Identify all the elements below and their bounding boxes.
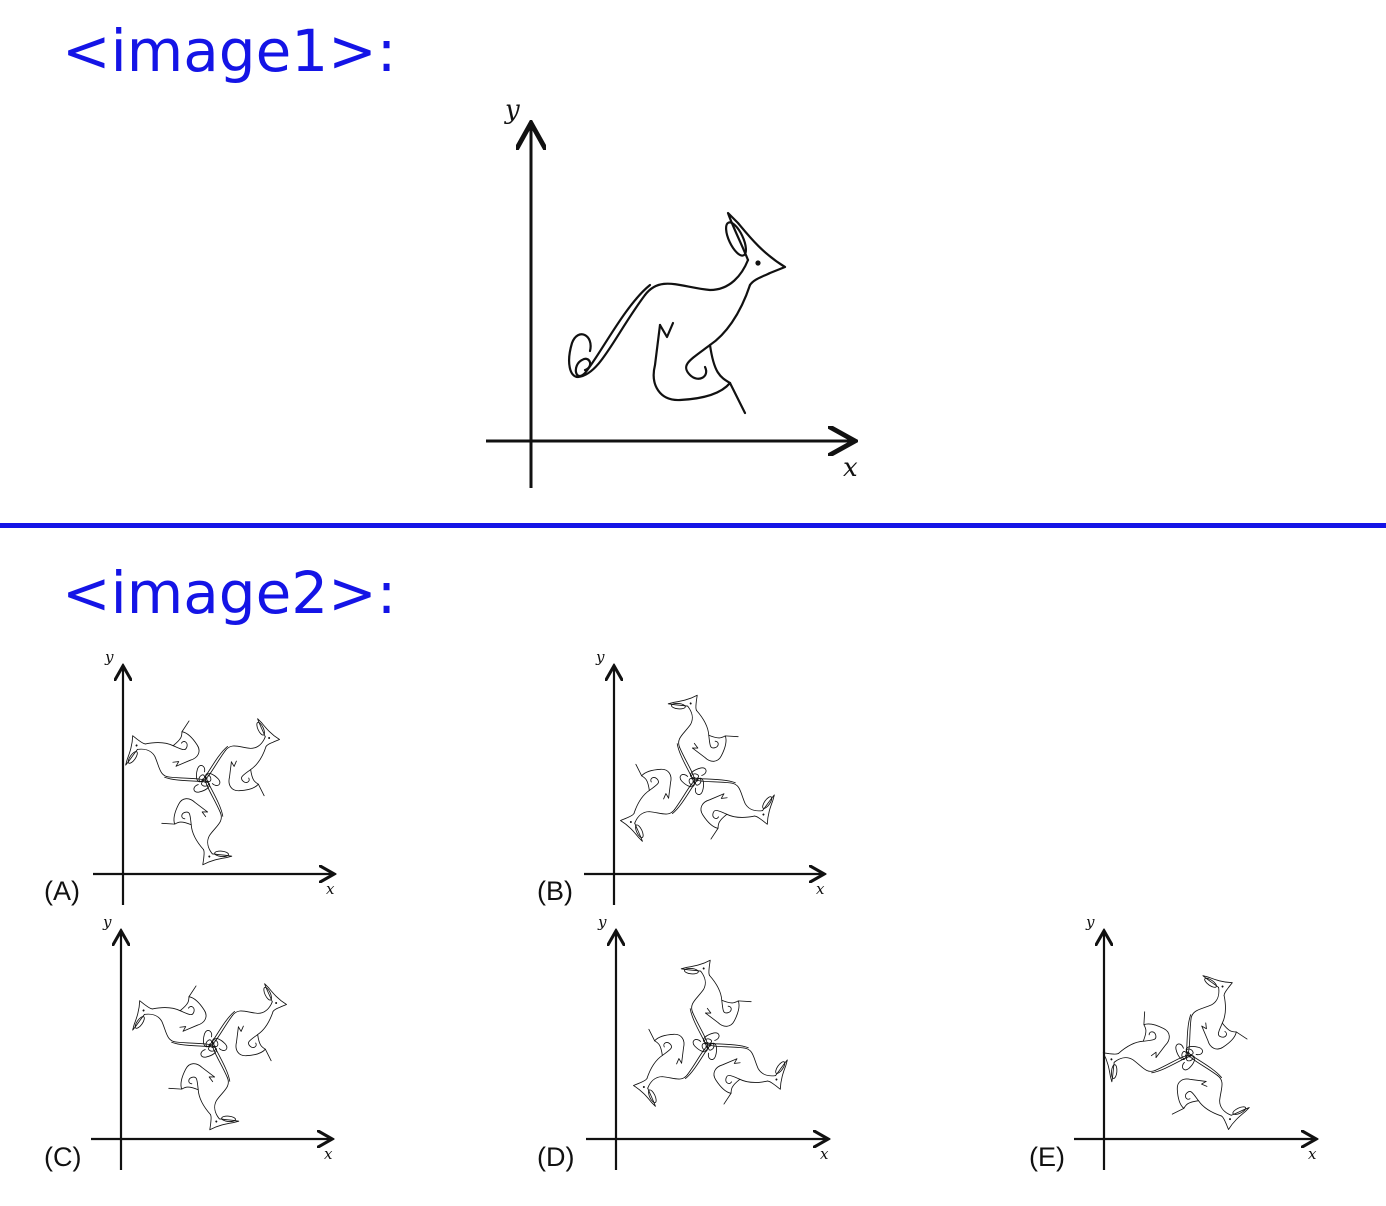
kangaroo-triskelion <box>1092 964 1261 1130</box>
option-a-panel[interactable]: yx <box>93 648 335 905</box>
kangaroo-figure <box>121 972 231 1084</box>
kangaroo-triskelion <box>620 684 786 853</box>
y-axis-label: y <box>104 648 114 666</box>
x-axis-label: x <box>820 1145 829 1163</box>
x-axis-label: x <box>326 880 335 898</box>
x-axis-label: x <box>1308 1145 1317 1163</box>
kangaroo-triskelion <box>633 949 799 1118</box>
option-e-label[interactable]: (E) <box>1029 1142 1065 1172</box>
kangaroo-figure <box>637 684 747 796</box>
section-title-image2: <image2>: <box>62 559 397 627</box>
kangaroo-figure <box>114 707 224 819</box>
option-c-panel[interactable]: yx <box>91 913 333 1170</box>
y-axis-label: y <box>102 913 112 931</box>
option-d-panel[interactable]: yx <box>586 913 829 1170</box>
main-figure: y x <box>486 95 858 488</box>
y-axis-label: y <box>504 95 520 125</box>
kangaroo-figure <box>1092 1003 1204 1113</box>
option-b-label[interactable]: (B) <box>537 876 573 906</box>
section-divider <box>0 523 1386 528</box>
kangaroo-figure <box>1149 964 1261 1074</box>
kangaroo-figure <box>160 1029 270 1141</box>
y-axis-label: y <box>1085 913 1095 931</box>
option-b-panel[interactable]: yx <box>584 648 825 905</box>
option-c-label[interactable]: (C) <box>44 1142 82 1172</box>
kangaroo-figure <box>650 949 760 1061</box>
kangaroo-triskelion <box>121 972 287 1141</box>
y-axis-label: y <box>595 648 605 666</box>
x-axis-label: x <box>843 453 858 483</box>
x-axis-label: x <box>816 880 825 898</box>
kangaroo-figure <box>676 741 786 853</box>
option-a-label[interactable]: (A) <box>44 876 80 906</box>
y-axis-label: y <box>597 913 607 931</box>
x-axis-label: x <box>324 1145 333 1163</box>
kangaroo-figure <box>153 764 263 876</box>
option-d-label[interactable]: (D) <box>537 1142 575 1172</box>
kangaroo-figure <box>689 1006 799 1118</box>
section-title-image1: <image1>: <box>62 17 397 85</box>
option-e-panel[interactable]: yx <box>1074 913 1317 1170</box>
kangaroo-triskelion <box>114 707 280 876</box>
